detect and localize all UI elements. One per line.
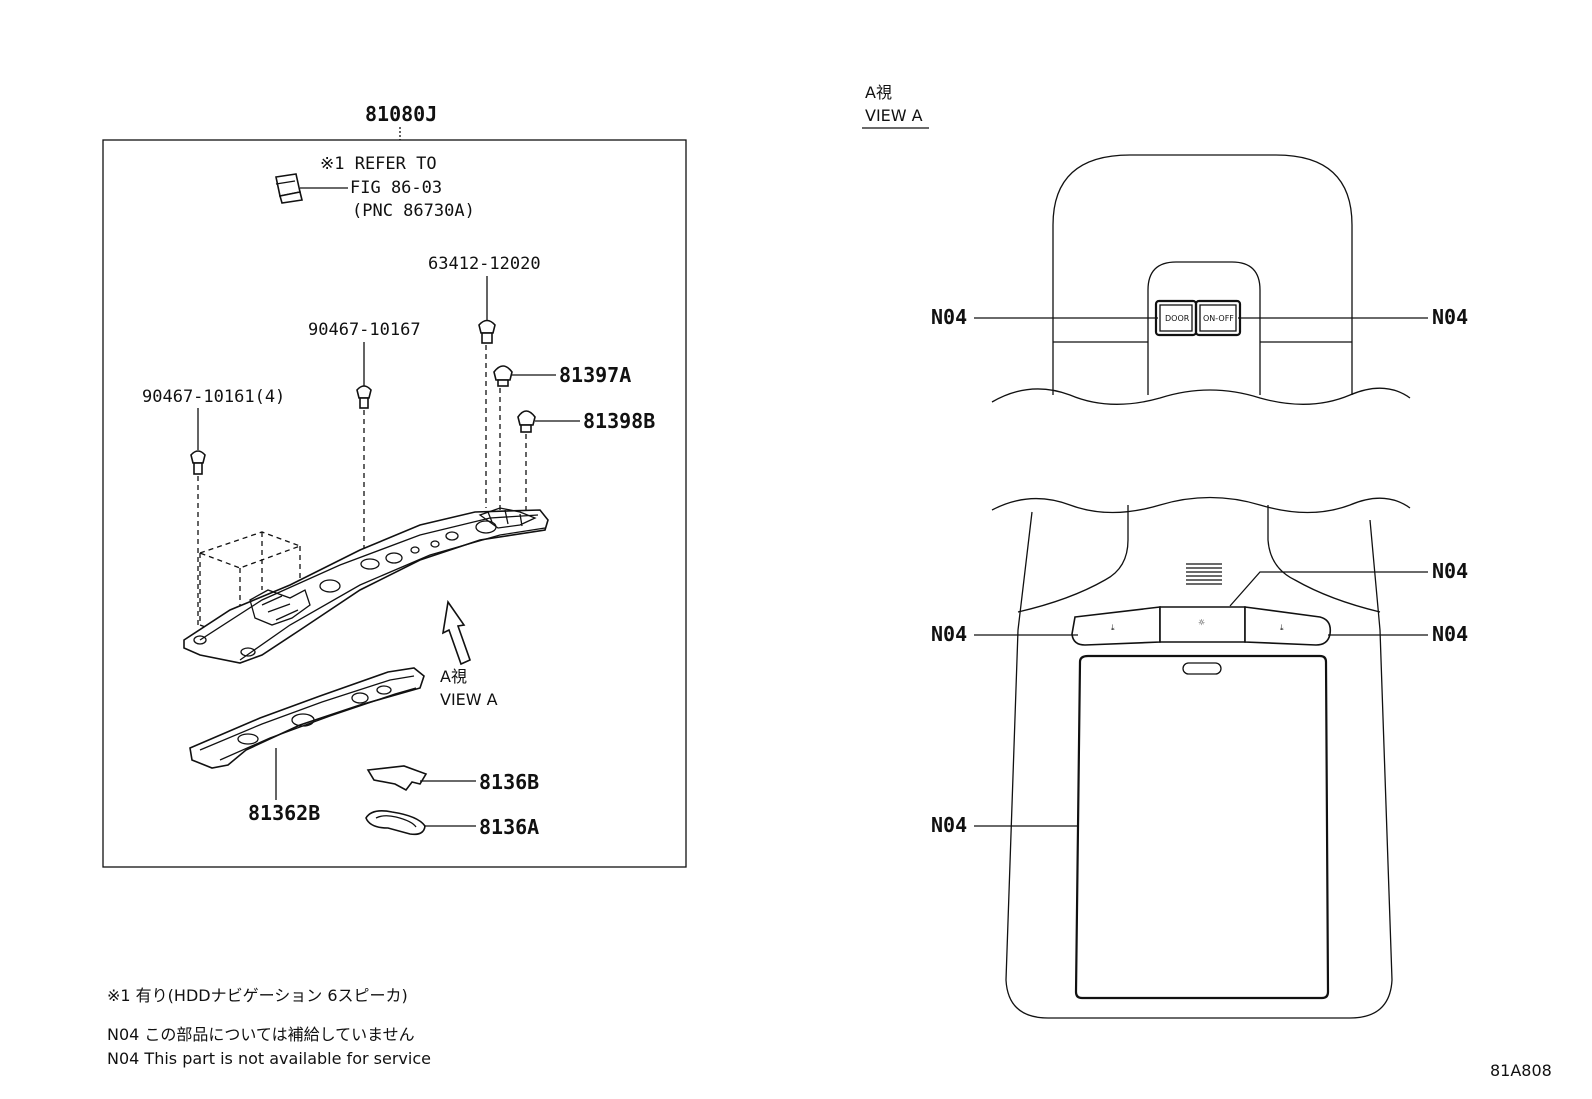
main-bracket — [183, 507, 549, 664]
clip-90467-10161-icon — [190, 450, 206, 475]
cap-81398B-icon — [517, 410, 536, 433]
label-63412-12020[interactable]: 63412-12020 — [428, 254, 541, 274]
pad-8136A — [365, 810, 426, 836]
svg-text:⤓: ⤓ — [1280, 623, 1284, 632]
assembly-group: 81080J ※1 REFER TO FIG 86-03 (PNC 86730A… — [102, 102, 687, 868]
svg-text:⤓: ⤓ — [1111, 623, 1115, 632]
callout-n04-door[interactable]: N04 — [931, 305, 967, 329]
callout-n04-lid[interactable]: N04 — [931, 813, 967, 837]
assembly-frame — [102, 139, 687, 868]
svg-text:☼: ☼ — [1198, 618, 1205, 627]
callout-n04-right[interactable]: N04 — [1432, 622, 1468, 646]
figure-id: 81A808 — [1490, 1061, 1552, 1080]
assembly-number[interactable]: 81080J — [365, 102, 437, 126]
refer-line-3[interactable]: (PNC 86730A) — [352, 201, 475, 221]
callout-n04-center[interactable]: N04 — [1432, 559, 1468, 583]
cap-81397A-icon — [493, 365, 513, 387]
view-a-header-en[interactable]: VIEW A — [865, 106, 923, 125]
view-a-detail: A視 VIEW A DOOR ON-OFF N04 N04 — [862, 83, 1468, 1019]
pad-8136B — [366, 765, 428, 792]
referenced-switch-part — [275, 173, 303, 204]
door-switch-label[interactable]: DOOR — [1165, 314, 1190, 323]
label-8136B[interactable]: 8136B — [479, 770, 539, 794]
clip-90467-10167-icon — [356, 385, 372, 409]
onoff-switch-label[interactable]: ON-OFF — [1203, 314, 1234, 323]
callout-n04-onoff[interactable]: N04 — [1432, 305, 1468, 329]
label-81397A[interactable]: 81397A — [559, 363, 631, 387]
view-a-arrow — [441, 599, 472, 666]
note-3[interactable]: N04 This part is not available for servi… — [107, 1049, 431, 1068]
label-90467-10161[interactable]: 90467-10161(4) — [142, 387, 285, 407]
upper-console — [991, 154, 1411, 405]
note-1[interactable]: ※1 有り(HDDナビゲーション 6スピーカ) — [107, 986, 408, 1005]
refer-line-1[interactable]: ※1 REFER TO — [320, 154, 437, 174]
notes: ※1 有り(HDDナビゲーション 6スピーカ) N04 この部品については補給し… — [107, 986, 431, 1068]
callout-n04-left[interactable]: N04 — [931, 622, 967, 646]
plate-81362B — [189, 667, 425, 769]
view-a-header-jp[interactable]: A視 — [865, 83, 892, 102]
label-90467-10167[interactable]: 90467-10167 — [308, 320, 421, 340]
label-81362B[interactable]: 81362B — [248, 801, 320, 825]
view-a-en[interactable]: VIEW A — [440, 690, 498, 709]
leader-n04-center — [1229, 571, 1428, 607]
refer-line-2[interactable]: FIG 86-03 — [350, 178, 442, 198]
note-2[interactable]: N04 この部品については補給していません — [107, 1025, 415, 1044]
clip-63412-icon — [478, 319, 496, 344]
lower-console: ⤓ ☼ ⤓ — [991, 496, 1411, 1019]
label-8136A[interactable]: 8136A — [479, 815, 539, 839]
dashed-box — [198, 531, 302, 641]
label-81398B[interactable]: 81398B — [583, 409, 655, 433]
view-a-jp[interactable]: A視 — [440, 667, 467, 686]
